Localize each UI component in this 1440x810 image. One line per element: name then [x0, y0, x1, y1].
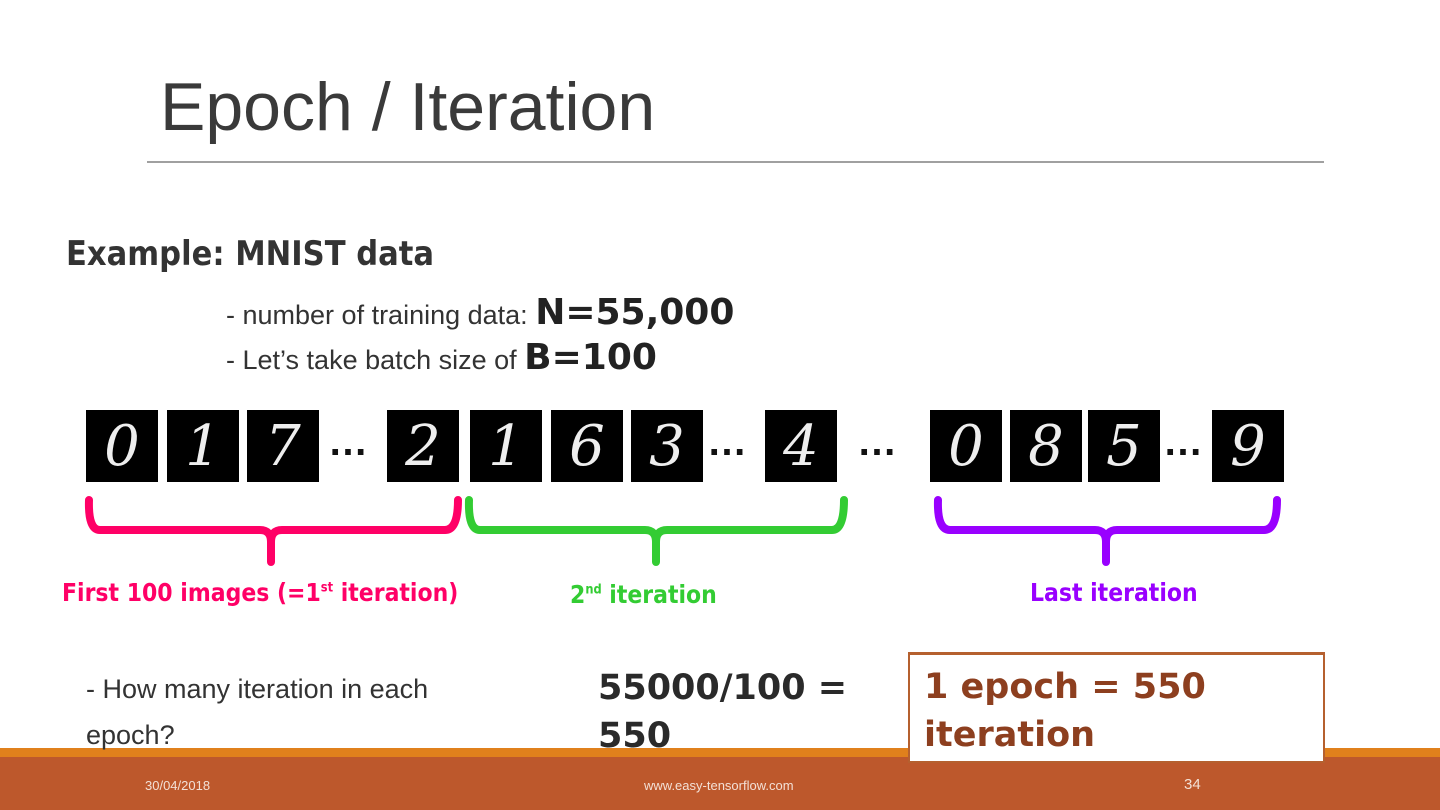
calc-line: 55000/100 =	[598, 668, 848, 708]
mnist-digit-image: 1	[470, 410, 542, 482]
label-text: iteration	[601, 580, 717, 609]
answer-line: iteration	[924, 715, 1096, 755]
label-sup: nd	[585, 582, 602, 598]
mnist-digit-image: 8	[1010, 410, 1082, 482]
page-number: 34	[1184, 776, 1201, 793]
mnist-digit-image: 5	[1088, 410, 1160, 482]
mnist-digit-image: 0	[86, 410, 158, 482]
mnist-digit-image: 3	[631, 410, 703, 482]
question-line: How many iteration in each	[95, 674, 429, 704]
footer-stripe	[0, 748, 1440, 757]
first-iteration-brace	[84, 496, 462, 566]
second-iteration-brace	[464, 496, 848, 566]
ellipsis: …	[1163, 420, 1204, 464]
bullet-batch-size: - Let’s take batch size of B=100	[226, 337, 657, 378]
label-text: First 100 images (=1	[62, 578, 321, 607]
footer-date: 30/04/2018	[145, 778, 211, 793]
slide-title: Epoch / Iteration	[160, 69, 656, 145]
question-line: epoch?	[86, 720, 175, 750]
mnist-digit-image: 6	[551, 410, 623, 482]
mnist-digit-image: 9	[1212, 410, 1284, 482]
label-sup: st	[320, 580, 334, 596]
bullet-value: N=55,000	[535, 292, 735, 333]
answer-box: 1 epoch = 550 iteration	[908, 652, 1325, 763]
last-iteration-brace	[933, 496, 1281, 566]
mnist-digit-image: 2	[387, 410, 459, 482]
second-iteration-label: 2nd iteration	[570, 580, 717, 609]
footer-website: www.easy-tensorflow.com	[644, 778, 794, 793]
dash: -	[226, 345, 235, 375]
label-text: 2	[570, 580, 586, 609]
question: - How many iteration in each epoch?	[86, 666, 428, 758]
ellipsis: …	[707, 420, 748, 464]
mnist-digit-image: 4	[765, 410, 837, 482]
answer-line: 1 epoch = 550	[924, 667, 1206, 707]
bullet-training-data: - number of training data: N=55,000	[226, 292, 734, 333]
footer-bar	[0, 757, 1440, 810]
title-divider	[147, 161, 1324, 163]
bullet-text: number of training data:	[235, 300, 536, 330]
bullet-text: Let’s take batch size of	[235, 345, 525, 375]
ellipsis: …	[328, 420, 369, 464]
mnist-digit-image: 1	[167, 410, 239, 482]
last-iteration-label: Last iteration	[1030, 578, 1198, 607]
bullet-value: B=100	[524, 337, 657, 378]
calculation: 55000/100 = 550	[598, 664, 847, 760]
first-iteration-label: First 100 images (=1st iteration)	[62, 578, 458, 607]
dash: -	[86, 674, 95, 704]
subheading: Example: MNIST data	[66, 234, 435, 274]
mnist-digit-image: 0	[930, 410, 1002, 482]
calc-line: 550	[598, 716, 672, 756]
mnist-digit-image: 7	[247, 410, 319, 482]
ellipsis: …	[857, 420, 898, 464]
label-text: iteration)	[333, 578, 459, 607]
dash: -	[226, 300, 235, 330]
